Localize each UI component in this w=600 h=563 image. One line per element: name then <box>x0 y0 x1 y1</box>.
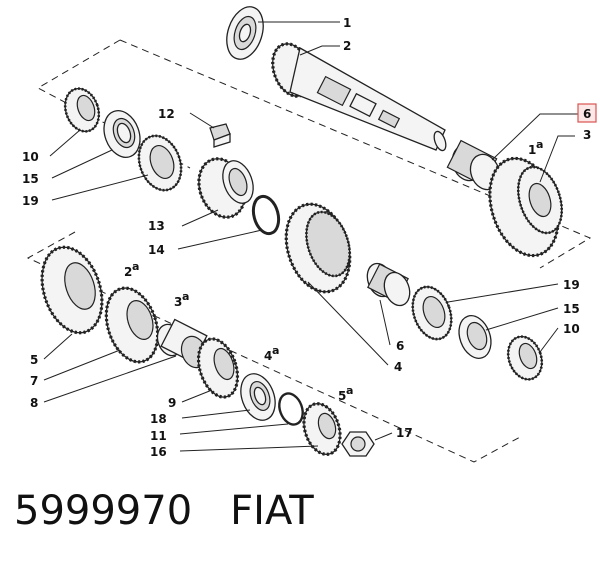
gear-part-5 <box>40 245 104 335</box>
callout-label: 15 <box>22 172 39 186</box>
group-outline-lower <box>26 231 523 463</box>
bearing-part-18 <box>240 373 276 421</box>
callout-label: 19 <box>22 194 39 208</box>
shim-part-11 <box>278 392 304 426</box>
callout-superscript: a <box>182 290 189 303</box>
callout-label: 16 <box>150 445 167 459</box>
synchro-ring-part-10-left <box>63 87 101 133</box>
callout-label: 1 <box>528 143 536 157</box>
callout-superscript: a <box>536 138 543 151</box>
leader-lines <box>43 21 578 452</box>
callout-labels: 1 2 6 1 a 3 12 10 15 19 13 14 2 a 3 a 5 … <box>22 16 591 459</box>
cone-ring-part-15-right <box>458 315 492 359</box>
cone-ring-part-15-left <box>103 110 141 158</box>
synchro-ring-part-19-left <box>137 134 183 192</box>
needle-bearing-part-6-middle <box>366 262 411 307</box>
main-shaft-part-2 <box>271 42 447 152</box>
callout-label: 2 <box>343 39 351 53</box>
callout-label: 11 <box>150 429 167 443</box>
callout-label: 8 <box>30 396 38 410</box>
callout-label: 1 <box>343 16 351 30</box>
bearing-part-1 <box>226 6 264 60</box>
callout-superscript: a <box>132 260 139 273</box>
callout-label: 7 <box>30 374 38 388</box>
part-caption: 5999970 FIAT <box>14 488 352 548</box>
circlip-part-14 <box>251 194 281 236</box>
callout-label: 9 <box>168 396 176 410</box>
callout-label: 2 <box>124 265 132 279</box>
sleeve-part-4 <box>284 202 352 294</box>
callout-label: 4 <box>264 349 272 363</box>
callout-label: 13 <box>148 219 165 233</box>
gear-part-3 <box>488 156 564 258</box>
synchro-ring-part-19-right <box>411 285 453 341</box>
callout-label: 19 <box>563 278 580 292</box>
exploded-diagram: 1 2 6 1 a 3 12 10 15 19 13 14 2 a 3 a 5 … <box>22 6 597 463</box>
key-part-12 <box>209 123 231 148</box>
gearbox-exploded-view: 1 2 6 1 a 3 12 10 15 19 13 14 2 a 3 a 5 … <box>22 6 597 463</box>
gear-part-7 <box>104 286 160 364</box>
nut-part-17 <box>341 431 375 457</box>
callout-label: 6 <box>583 107 591 121</box>
callout-label: 5 <box>30 353 38 367</box>
callout-6-highlight <box>577 103 597 123</box>
callout-label: 10 <box>563 322 580 336</box>
callout-label: 18 <box>150 412 167 426</box>
callout-label: 14 <box>148 243 165 257</box>
callout-label: 6 <box>396 339 404 353</box>
callout-label: 12 <box>158 107 175 121</box>
brand-name: FIAT <box>230 488 314 534</box>
callout-label: 10 <box>22 150 39 164</box>
gear-part-9 <box>196 337 240 399</box>
synchro-ring-part-10-right <box>506 335 544 381</box>
callout-superscript: a <box>346 384 353 397</box>
callout-label: 3 <box>583 128 591 142</box>
callout-label: 15 <box>563 302 580 316</box>
callout-superscript: a <box>272 344 279 357</box>
synchro-hub-part-13 <box>197 157 254 219</box>
gear-part-16 <box>302 402 342 456</box>
callout-label: 17 <box>396 426 413 440</box>
part-number: 5999970 <box>14 488 193 534</box>
callout-label: 5 <box>338 389 346 403</box>
callout-label: 3 <box>174 295 182 309</box>
callout-label: 4 <box>394 360 402 374</box>
